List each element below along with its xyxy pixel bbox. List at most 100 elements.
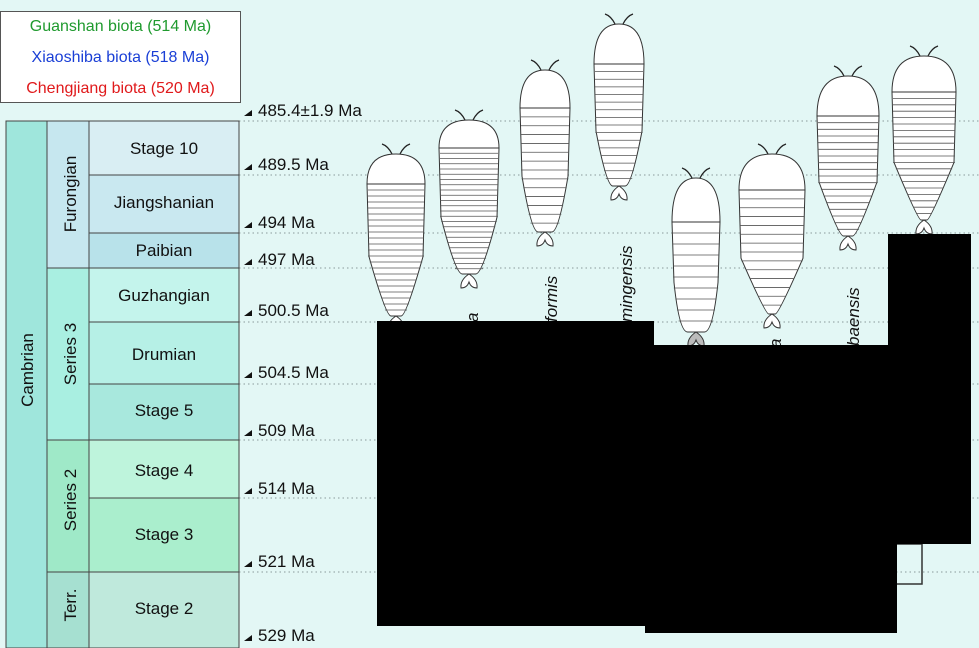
age-tick-triangle [244,310,252,316]
system-label: Cambrian [18,333,37,407]
age-tick-triangle [244,372,252,378]
age-tick-triangle [244,635,252,641]
age-ticks: 485.4±1.9 Ma 489.5 Ma 494 Ma 497 Ma 500.… [244,101,362,645]
fossil-tail-fan [687,331,705,347]
fossil-specimen [816,65,880,251]
series-box-series2 [46,439,90,573]
fossil-antennae [909,45,939,57]
age-tick-0: 485.4±1.9 Ma [244,101,362,120]
fossil-specimen [519,59,571,247]
stage-box-paibian [88,232,240,269]
age-tick-7: 514 Ma [244,479,315,498]
fossil-specimen [366,143,426,331]
age-label: 485.4±1.9 Ma [258,101,362,120]
series-column: Furongian Series 3 Series 2 Terr. [46,120,90,648]
legend-xiaoshiba: Xiaoshiba biota (518 Ma) [31,49,210,66]
stage-label-guzhangian: Guzhangian [118,286,210,305]
age-tick-triangle [244,430,252,436]
stage-label-jiangshanian: Jiangshanian [114,193,214,212]
fossil-antennae [381,143,411,155]
age-tick-4: 500.5 Ma [244,301,329,320]
age-label: 497 Ma [258,250,315,269]
age-tick-triangle [244,222,252,228]
stage-label-stage4: Stage 4 [135,461,194,480]
fossil-antennae [681,167,711,179]
age-tick-2: 494 Ma [244,213,315,232]
species-label-7: baensis [844,287,863,346]
fossil-specimen [891,45,957,235]
age-label: 514 Ma [258,479,315,498]
fossil-head-shield [816,75,880,117]
series-label-series2: Series 2 [61,469,80,531]
stage-label-stage5: Stage 5 [135,401,194,420]
legend-guanshan: Guanshan biota (514 Ma) [29,18,212,35]
fossil-specimen [593,13,645,201]
species-label-3: formis [542,275,561,322]
stage-box-stage2 [88,571,240,648]
biota-legend: Guanshan biota (514 Ma) Xiaoshiba biota … [0,11,241,103]
fossil-tail-fan [536,231,554,247]
fossil-antennae [833,65,863,77]
fossil-drawings [366,13,957,347]
stage-label-stage2: Stage 2 [135,599,194,618]
fossil-specimen [438,109,500,289]
legend-chengjiang: Chengjiang biota (520 Ma) [26,80,215,97]
age-tick-5: 504.5 Ma [244,363,329,382]
age-label: 529 Ma [258,626,315,645]
stage-box-drumian [88,321,240,385]
species-label-4: mingensis [617,245,636,322]
clade-bracket [895,543,923,585]
fossil-head-shield [593,23,645,65]
fossil-head-shield [891,55,957,93]
stage-column: Stage 10 Jiangshanian Paibian Guzhangian… [88,120,240,648]
species-label-6: a [766,339,785,348]
stage-label-paibian: Paibian [136,241,193,260]
stage-box-stage3 [88,497,240,573]
stage-box-stage4 [88,439,240,499]
age-tick-9: 529 Ma [244,626,315,645]
stage-label-drumian: Drumian [132,345,196,364]
age-tick-triangle [244,164,252,170]
fossil-tail-fan [763,313,781,329]
fossil-head-shield [438,119,500,149]
age-tick-3: 497 Ma [244,250,315,269]
stage-box-guzhangian [88,267,240,323]
fossil-tail-fan [839,235,857,251]
fossil-head-shield [671,177,721,223]
fossil-head-shield [738,153,806,191]
stage-label-stage3: Stage 3 [135,525,194,544]
fossil-head-shield [366,153,426,185]
fossil-tail-fan [915,219,933,235]
fossil-antennae [454,109,484,121]
age-label: 521 Ma [258,552,315,571]
age-tick-triangle [244,259,252,265]
stage-label-stage10: Stage 10 [130,139,198,158]
age-tick-6: 509 Ma [244,421,315,440]
fossil-tail-fan [610,185,628,201]
age-label: 494 Ma [258,213,315,232]
stage-box-stage5 [88,383,240,441]
series-label-furongian: Furongian [61,156,80,233]
age-label: 489.5 Ma [258,155,329,174]
age-tick-triangle [244,110,252,116]
fossil-tail-fan [460,273,478,289]
fossil-specimen [671,167,721,347]
series-label-terreneuvian: Terr. [61,588,80,621]
age-tick-triangle [244,488,252,494]
series-box-terreneuvian [46,571,90,648]
age-label: 500.5 Ma [258,301,329,320]
age-tick-1: 489.5 Ma [244,155,329,174]
fossil-antennae [757,143,787,155]
age-tick-triangle [244,561,252,567]
redaction-block [645,345,897,633]
fossil-specimen [738,143,806,329]
fossil-antennae [604,13,634,25]
species-label-2: a [463,313,482,322]
system-box-cambrian [5,120,48,648]
age-label: 509 Ma [258,421,315,440]
stage-box-jiangshanian [88,174,240,234]
fossil-antennae [530,59,560,71]
age-tick-8: 521 Ma [244,552,315,571]
fossil-head-shield [519,69,571,109]
